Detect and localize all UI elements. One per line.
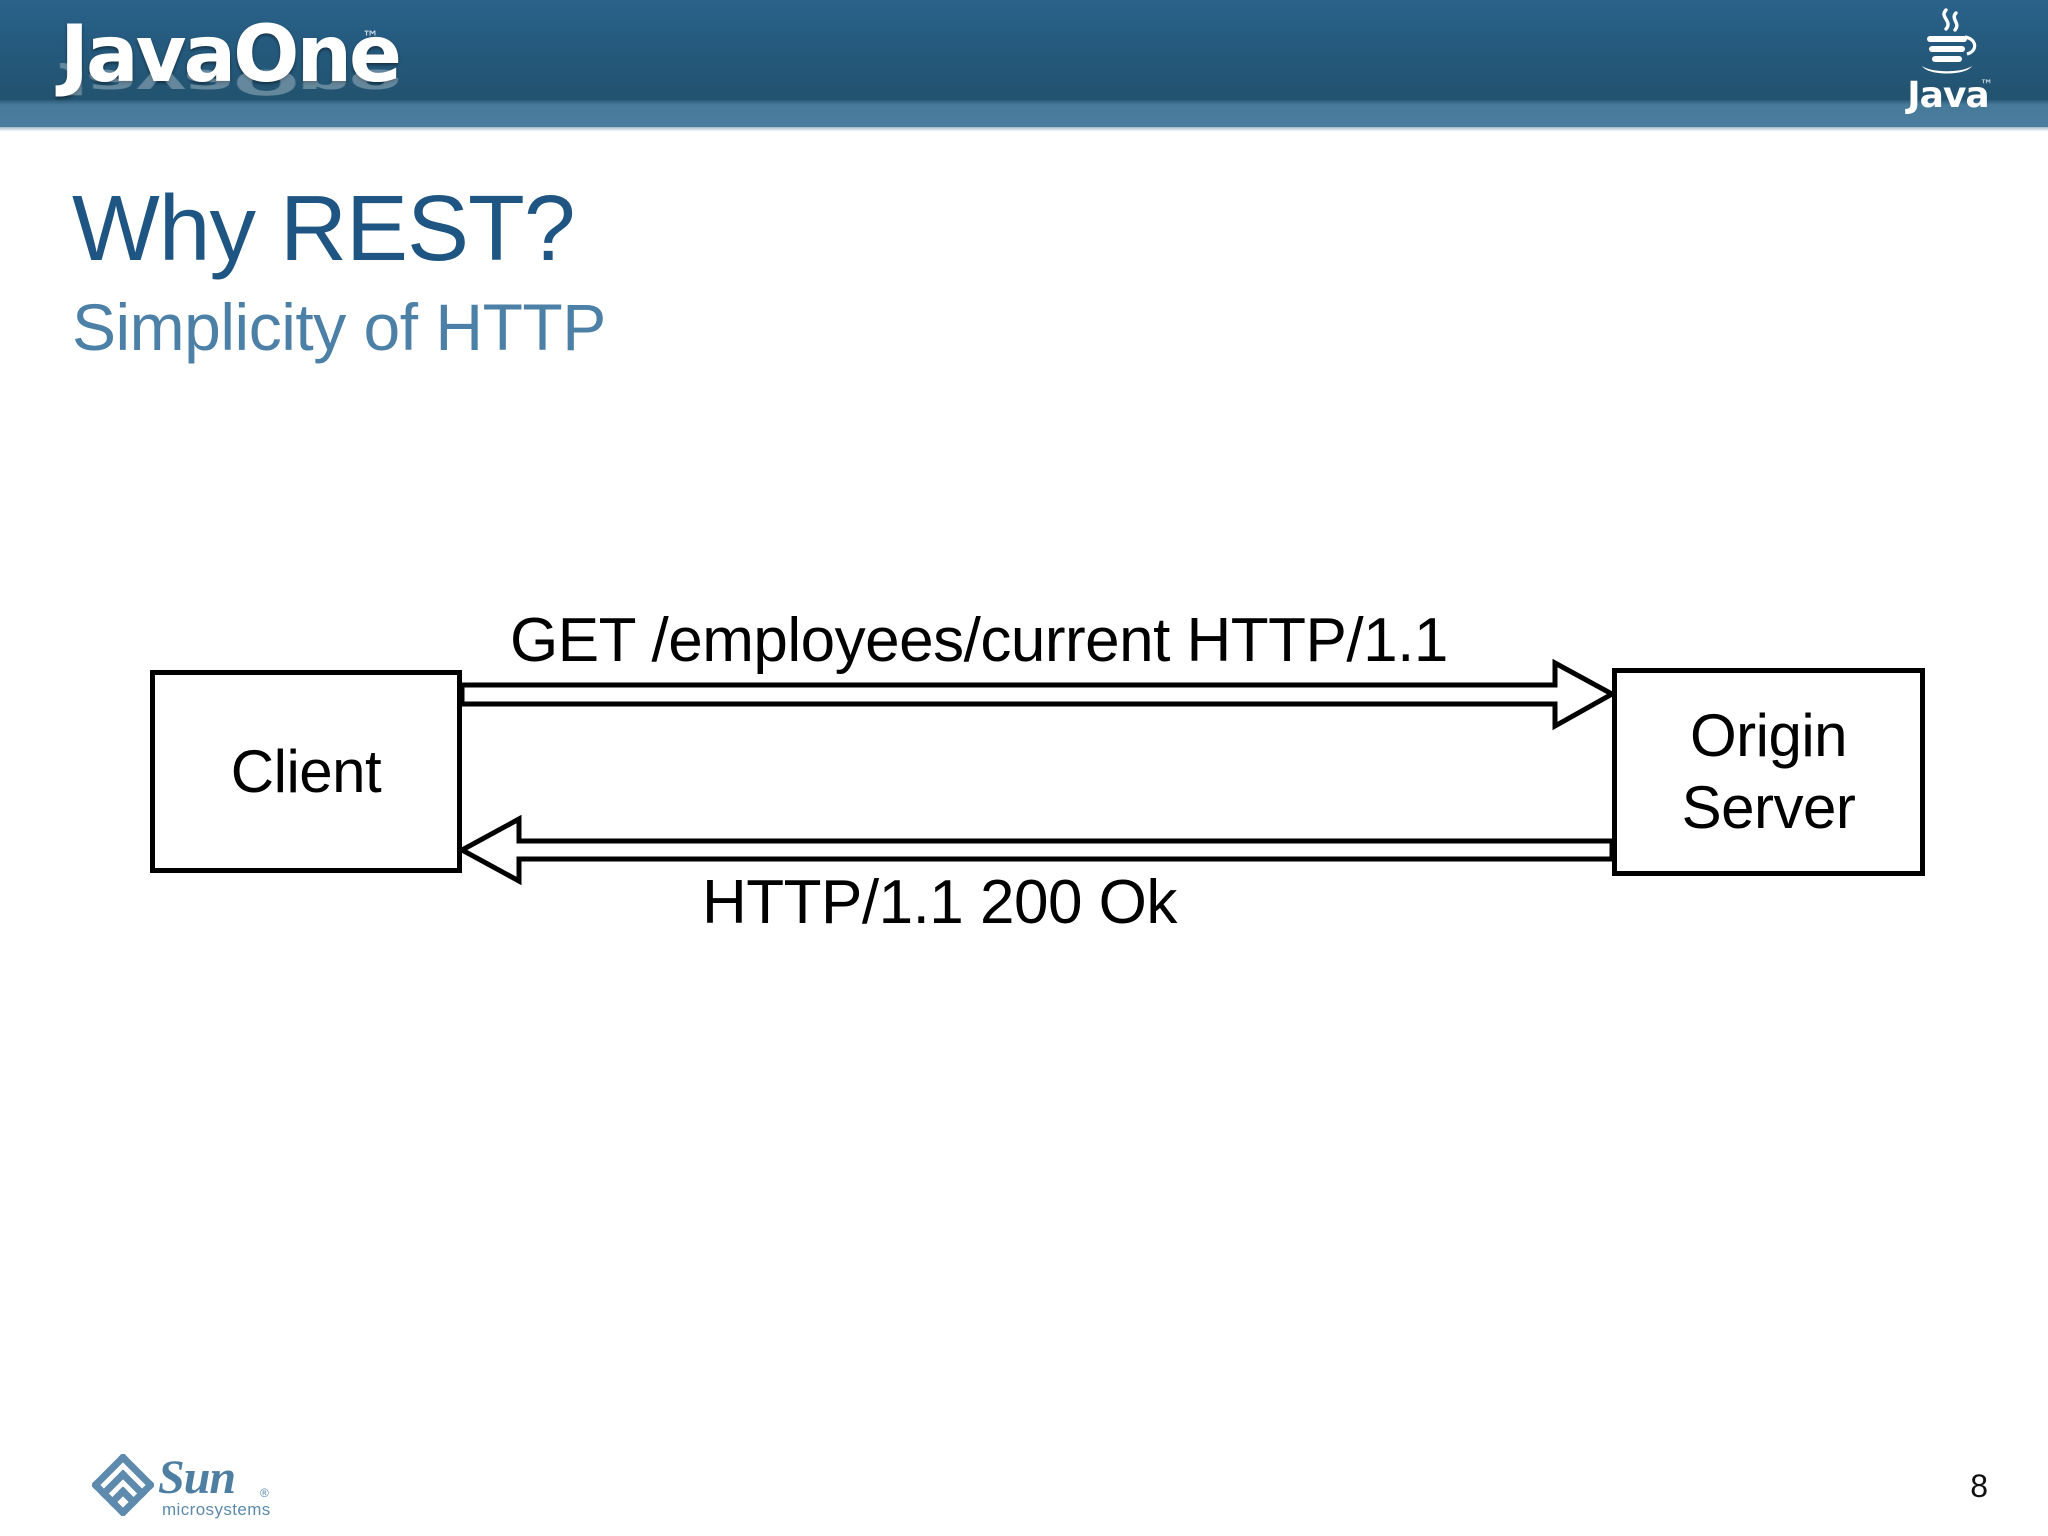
- header-divider-line: [0, 127, 2048, 131]
- page-subtitle: Simplicity of HTTP: [72, 290, 606, 364]
- request-message-label: GET /employees/current HTTP/1.1: [510, 606, 1448, 675]
- origin-server-label-line2: Server: [1681, 774, 1856, 841]
- page-number: 8: [1970, 1468, 1988, 1504]
- javaone-trademark-symbol: ™: [362, 28, 379, 48]
- javaone-wordmark: JavaOne: [60, 10, 402, 100]
- sun-diamond-logo-icon: [92, 1454, 154, 1516]
- diagram-node-client: Client: [150, 670, 462, 873]
- diagram-node-client-label: Client: [230, 737, 382, 805]
- header-reflection-band: [0, 100, 2048, 127]
- java-logo: Java ™: [1888, 4, 2006, 124]
- sun-wordmark: Sun: [158, 1451, 236, 1504]
- java-coffee-cup-icon: [1922, 8, 1977, 74]
- page-title: Why REST?: [72, 176, 576, 280]
- header-band: [0, 0, 2048, 100]
- sun-microsystems-subtext: microsystems: [162, 1500, 271, 1519]
- sun-microsystems-logo: Sun ® microsystems: [92, 1452, 272, 1522]
- javaone-logo: JavaOne ™ JavaOne: [60, 6, 480, 126]
- java-trademark-symbol: ™: [1980, 78, 1993, 93]
- sun-registered-symbol: ®: [260, 1486, 269, 1500]
- java-wordmark: Java: [1907, 75, 1989, 116]
- response-message-label: HTTP/1.1 200 Ok: [702, 868, 1177, 937]
- origin-server-label-line1: Origin: [1689, 702, 1848, 769]
